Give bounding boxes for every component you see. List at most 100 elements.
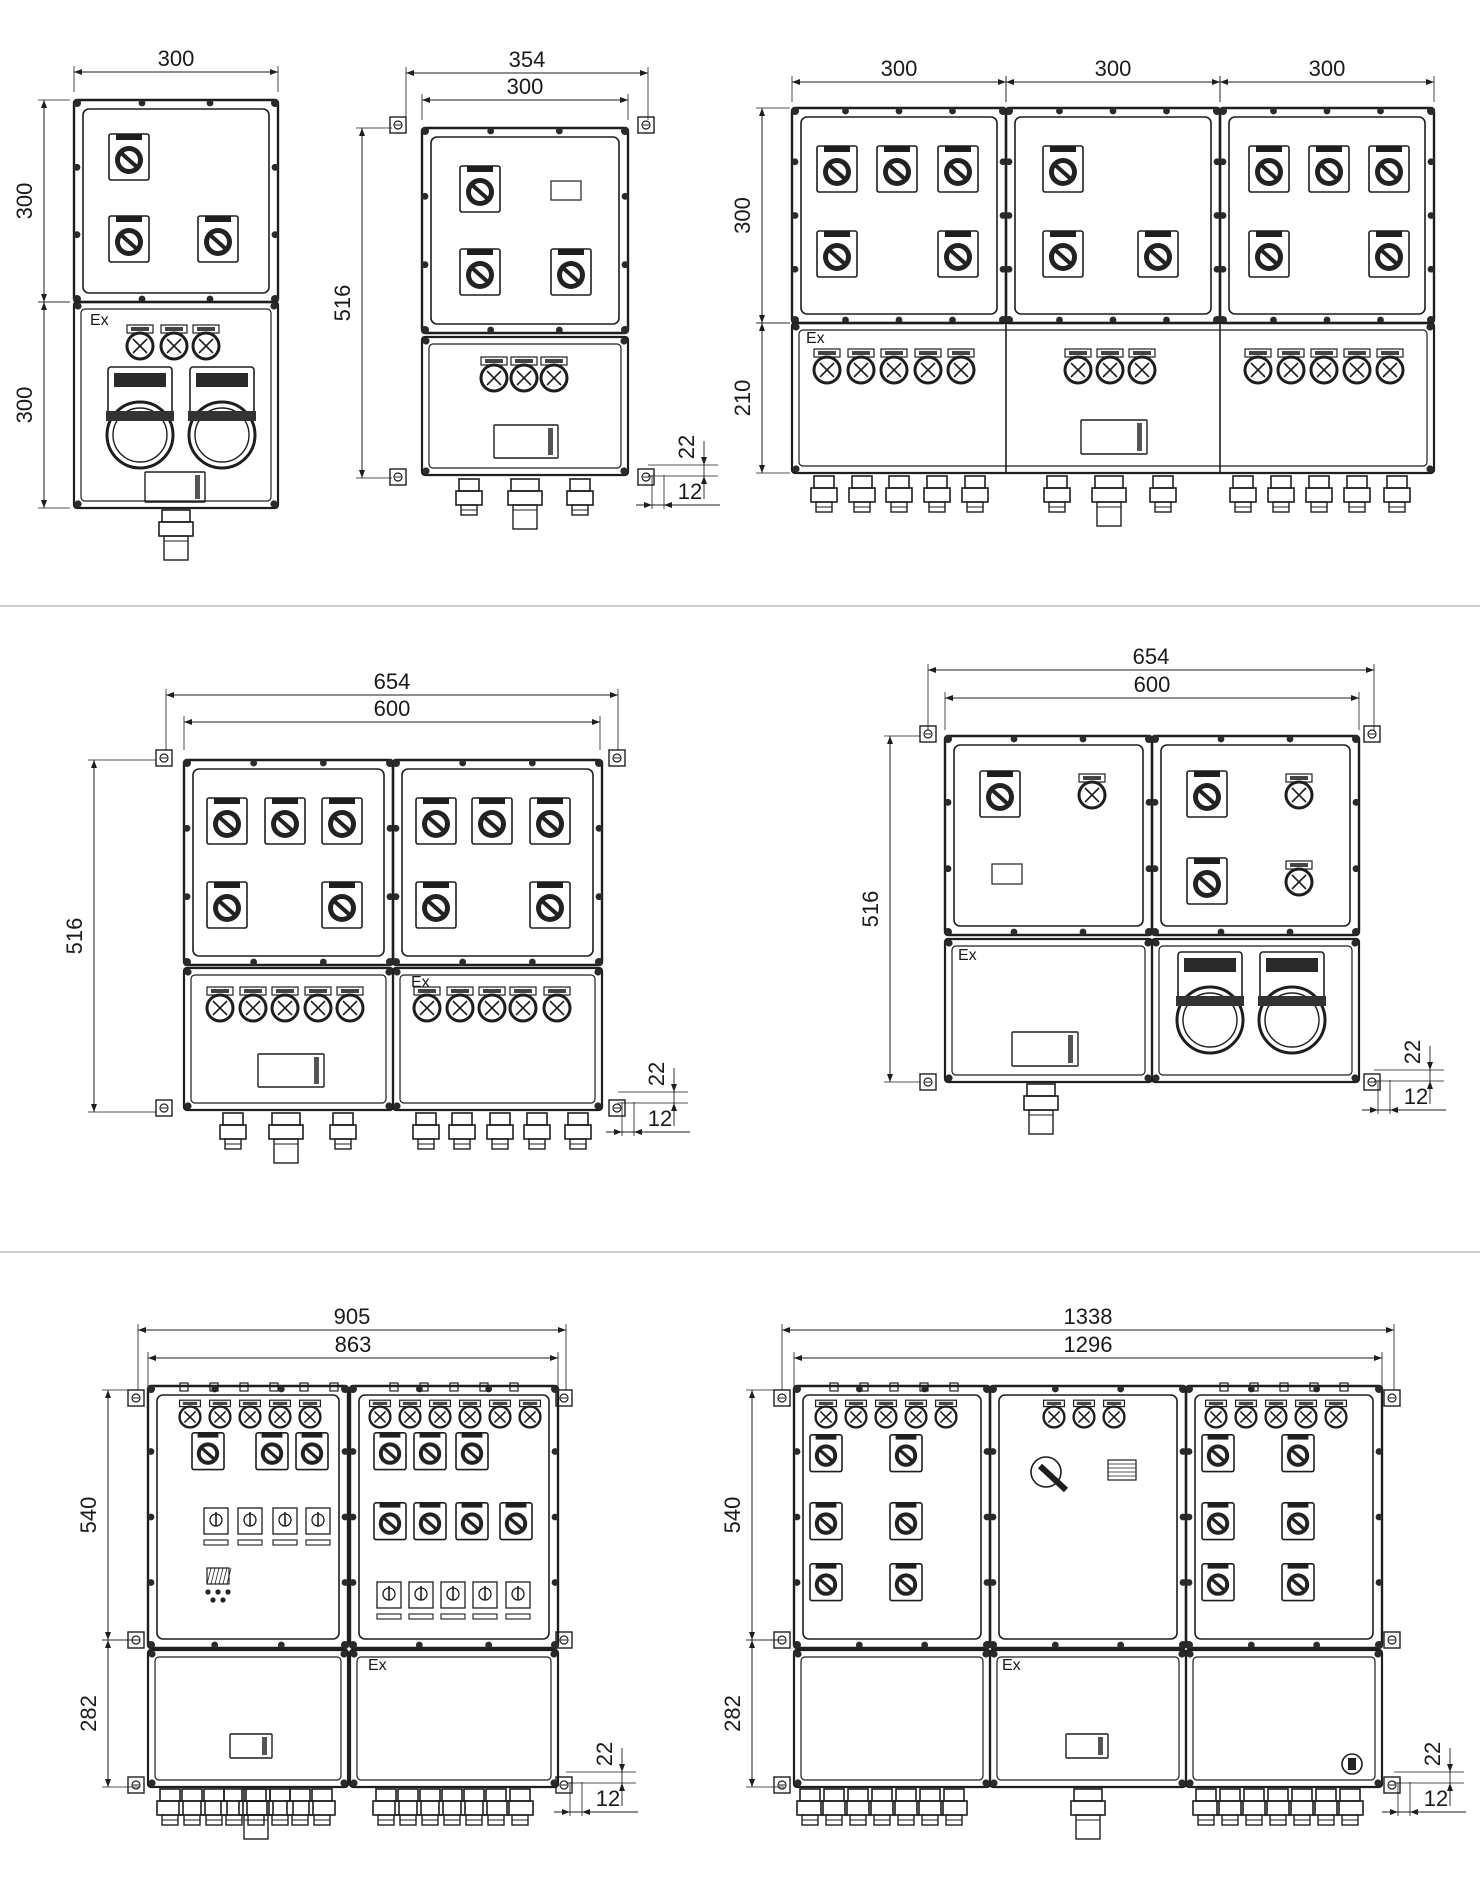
dimension-label: 300 — [1095, 56, 1132, 81]
bolt — [1375, 1448, 1383, 1455]
bolt — [1286, 735, 1294, 743]
rotary-switch — [455, 1432, 489, 1471]
dimension-arrow — [759, 108, 765, 116]
bolt — [945, 1074, 953, 1082]
dimension-arrow — [422, 97, 430, 103]
enclosure-inner-frame — [1158, 945, 1353, 1076]
bolt — [989, 1448, 997, 1455]
enclosure-inner-frame — [996, 1656, 1180, 1781]
indicator-dot — [215, 1589, 221, 1595]
dimension-label: 654 — [1133, 644, 1170, 669]
window-plate — [389, 1382, 399, 1392]
dimension-arrow — [105, 1640, 111, 1648]
bolt — [1051, 1641, 1059, 1649]
rotary-switch — [937, 230, 979, 278]
indicator-lamp — [874, 1399, 898, 1429]
cable-gland — [219, 1112, 247, 1150]
enclosure-inner-frame — [951, 945, 1146, 1076]
dimension-arrow — [792, 79, 800, 85]
cable-gland — [286, 1788, 314, 1826]
rotary-switch — [264, 797, 306, 845]
rotary-switch — [876, 145, 918, 193]
drawing3-panel-a — [790, 106, 1008, 325]
mounting-ear — [1383, 1776, 1401, 1794]
bolt — [1010, 928, 1018, 936]
bolt — [550, 1650, 558, 1658]
cable-gland — [1336, 1788, 1364, 1826]
window-plate — [550, 180, 582, 201]
mounting-ear — [127, 1631, 145, 1649]
bolt — [555, 127, 563, 135]
bolt — [1079, 735, 1087, 743]
bolt — [147, 1579, 155, 1586]
drawing4-lower-box-right — [391, 966, 604, 1112]
indicator-lamp — [270, 986, 300, 1023]
bolt — [1219, 107, 1227, 115]
bolt — [350, 1650, 358, 1658]
bolt — [138, 295, 146, 303]
bolt — [595, 893, 603, 901]
dimension-label: 300 — [12, 183, 37, 220]
bolt — [74, 500, 82, 508]
cable-gland — [268, 1112, 304, 1164]
rotary-switch — [191, 1432, 225, 1471]
bolt — [949, 316, 956, 324]
window-plate — [419, 1382, 429, 1392]
mounting-ear — [555, 1631, 573, 1649]
dimension-arrow — [749, 1632, 755, 1640]
bolt — [271, 163, 279, 171]
bolt — [1323, 316, 1331, 324]
enclosure-frame — [391, 966, 604, 1112]
industrial-socket — [1175, 951, 1245, 1055]
nameplate-frame — [257, 1053, 325, 1088]
indicator-lamp — [1204, 1399, 1228, 1429]
dimension-arrow — [887, 1074, 893, 1082]
bolt — [340, 1650, 348, 1658]
mounting-ear — [155, 1099, 173, 1117]
bolt — [349, 1448, 357, 1455]
dimension-label: 12 — [596, 1786, 620, 1811]
bolt — [1186, 1779, 1194, 1787]
rotary-switch — [1201, 1434, 1235, 1473]
bolt — [989, 1579, 997, 1586]
enclosure-layer — [72, 98, 1436, 1840]
rotary-switch — [197, 215, 239, 263]
dimension-arrow — [105, 1632, 111, 1640]
bolt — [990, 1779, 998, 1787]
cable-gland — [482, 1788, 510, 1826]
indicator-lamp — [238, 1399, 262, 1429]
bolt — [422, 467, 430, 475]
drawing2-upper-panel — [420, 126, 630, 335]
dimension-label: 540 — [720, 1497, 745, 1534]
rotary-switch — [809, 1434, 843, 1473]
bolt — [1117, 1385, 1125, 1393]
cable-gland — [266, 1788, 294, 1826]
drawing5-lower-box-right — [1150, 937, 1361, 1084]
bolt — [206, 99, 214, 107]
window-plate — [449, 1382, 459, 1392]
enclosure-inner-frame — [356, 1656, 552, 1781]
dimension-arrow — [664, 502, 672, 508]
rotary-switch — [816, 230, 858, 278]
dimension-arrow — [270, 69, 278, 75]
bolt — [183, 893, 191, 901]
dimension-arrow — [671, 1103, 677, 1111]
mini-breaker — [505, 1581, 531, 1620]
drawing5-upper-panel-right — [1150, 734, 1361, 937]
dimension-label: 516 — [858, 891, 883, 928]
bolt — [1286, 928, 1294, 936]
bolt — [555, 326, 563, 334]
indicator-lamp — [1264, 1399, 1288, 1429]
dimension-arrow — [759, 323, 765, 331]
indicator-lamp — [1243, 348, 1273, 385]
bolt — [1185, 1513, 1193, 1521]
cable-gland — [178, 1788, 206, 1826]
bolt — [594, 1102, 602, 1110]
indicator-lamp — [488, 1399, 512, 1429]
dimension-arrow — [592, 719, 600, 725]
indicator-lamp — [125, 324, 155, 361]
bolt — [206, 295, 214, 303]
drawing1-upper-panel — [72, 98, 280, 304]
bolt — [1109, 316, 1117, 324]
indicator-lamp — [542, 986, 572, 1023]
